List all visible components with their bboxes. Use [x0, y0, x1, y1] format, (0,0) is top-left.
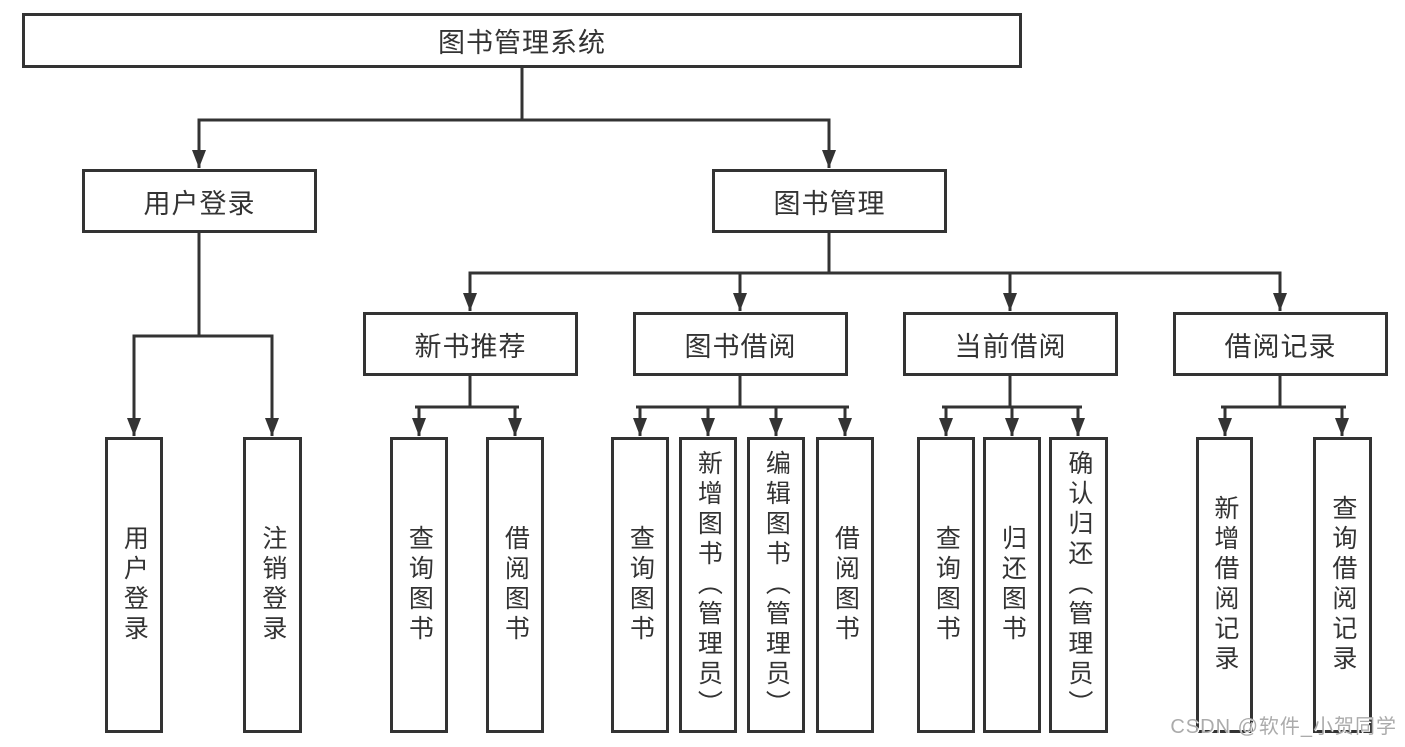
node-leaf-bb-edit-books-label: 编辑图书（管理员） [762, 450, 791, 720]
node-leaf-bb-query-books: 查询图书 [611, 437, 669, 733]
node-branch-book-management-label: 图书管理 [773, 188, 886, 219]
node-module-book-borrow: 图书借阅 [633, 312, 848, 376]
node-module-new-book-recommend-label: 新书推荐 [414, 331, 527, 362]
node-leaf-user-login: 用户登录 [105, 437, 163, 733]
node-module-borrow-record: 借阅记录 [1173, 312, 1388, 376]
node-module-borrow-record-label: 借阅记录 [1224, 331, 1337, 362]
node-leaf-bb-query-books-label: 查询图书 [626, 525, 655, 645]
node-leaf-bb-borrow-books: 借阅图书 [816, 437, 874, 733]
node-leaf-cb-query-books: 查询图书 [917, 437, 975, 733]
node-branch-user-login: 用户登录 [82, 169, 317, 233]
node-branch-user-login-label: 用户登录 [143, 188, 256, 219]
node-leaf-nbr-query-books-label: 查询图书 [405, 525, 434, 645]
node-leaf-cb-confirm-return: 确认归还（管理员） [1049, 437, 1108, 733]
node-leaf-bb-add-books: 新增图书（管理员） [679, 437, 737, 733]
node-root-system: 图书管理系统 [22, 13, 1022, 68]
node-leaf-cb-return-books-label: 归还图书 [998, 525, 1027, 645]
node-module-current-borrow: 当前借阅 [903, 312, 1118, 376]
node-leaf-user-login-label: 用户登录 [120, 525, 149, 645]
node-leaf-br-add-record: 新增借阅记录 [1196, 437, 1253, 733]
node-module-new-book-recommend: 新书推荐 [363, 312, 578, 376]
node-leaf-nbr-borrow-books: 借阅图书 [486, 437, 544, 733]
node-leaf-bb-edit-books: 编辑图书（管理员） [747, 437, 805, 733]
node-leaf-nbr-borrow-books-label: 借阅图书 [501, 525, 530, 645]
node-leaf-br-add-record-label: 新增借阅记录 [1210, 495, 1239, 675]
node-leaf-logout-label: 注销登录 [258, 525, 287, 645]
node-leaf-br-query-record: 查询借阅记录 [1313, 437, 1372, 733]
node-branch-book-management: 图书管理 [712, 169, 947, 233]
node-module-current-borrow-label: 当前借阅 [954, 331, 1067, 362]
node-module-book-borrow-label: 图书借阅 [684, 331, 797, 362]
node-leaf-br-query-record-label: 查询借阅记录 [1328, 495, 1357, 675]
node-leaf-cb-return-books: 归还图书 [983, 437, 1041, 733]
node-root-label: 图书管理系统 [438, 28, 606, 58]
node-leaf-bb-add-books-label: 新增图书（管理员） [694, 450, 723, 720]
node-leaf-logout: 注销登录 [243, 437, 302, 733]
node-leaf-bb-borrow-books-label: 借阅图书 [831, 525, 860, 645]
node-leaf-cb-confirm-return-label: 确认归还（管理员） [1064, 450, 1093, 720]
node-leaf-cb-query-books-label: 查询图书 [932, 525, 961, 645]
node-leaf-nbr-query-books: 查询图书 [390, 437, 448, 733]
csdn-watermark: CSDN @软件_小贺同学 [1170, 716, 1397, 738]
